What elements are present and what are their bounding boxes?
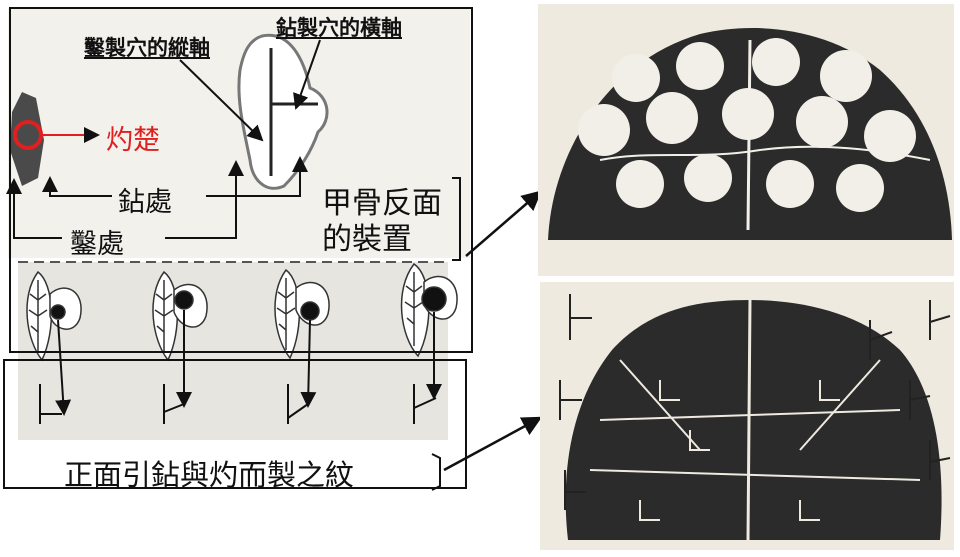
back-bracket — [452, 177, 461, 261]
upper-box — [9, 7, 473, 353]
burn-label: 灼楚 — [106, 125, 160, 156]
back-side-label-line2: 的裝置 — [322, 222, 412, 257]
chisel-axis-label: 鑿製穴的縱軸 — [84, 35, 210, 60]
front-rubbing — [540, 282, 954, 550]
front-caption: 正面引鉆與灼而製之紋 — [64, 458, 355, 492]
burn-mark-circle — [13, 120, 43, 150]
front-bracket — [431, 453, 441, 491]
back-rubbing — [538, 4, 954, 276]
lower-box — [3, 359, 467, 489]
chisel-place-label: 鑿處 — [70, 229, 124, 260]
drill-place-label: 鉆處 — [118, 187, 172, 218]
crack-signs — [39, 384, 437, 424]
pit-2 — [152, 270, 208, 362]
burned-pit-left — [10, 92, 100, 186]
pit-row — [26, 262, 458, 362]
large-pit-outline — [237, 33, 329, 190]
back-side-label-line1: 甲骨反面 — [322, 186, 442, 221]
pit-3 — [274, 268, 330, 360]
pit-1 — [26, 270, 82, 362]
drill-axis-label: 鉆製穴的橫軸 — [276, 15, 402, 40]
pit-4 — [400, 262, 458, 358]
